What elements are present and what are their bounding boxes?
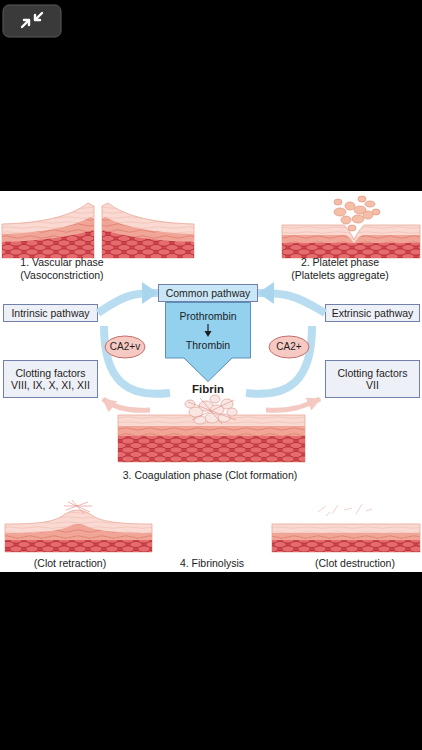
feedback-arrow <box>103 399 320 410</box>
phase-label: (Platelets aggregate) <box>220 269 422 282</box>
node-text: Common pathway <box>166 287 251 299</box>
node-text: CA2+ <box>276 341 301 353</box>
pathway-box: Intrinsic pathway <box>3 304 98 322</box>
vessel-clot-retraction <box>5 500 152 552</box>
pathway-connector <box>98 293 158 313</box>
phase-label: 4. Fibrinolysis <box>92 557 332 570</box>
node-text: CA2+v <box>110 341 140 353</box>
node-text: Thrombin <box>165 339 251 351</box>
conversion-arrow <box>205 324 212 337</box>
vessel-platelet-phase <box>282 196 420 258</box>
phase-label: 1. Vascular phase <box>0 256 182 269</box>
node-text: Extrinsic pathway <box>332 307 414 319</box>
phase-label: 3. Coagulation phase (Clot formation) <box>90 469 330 482</box>
node-text: Prothrombin <box>165 310 251 322</box>
phase-label: Fibrin <box>88 383 328 397</box>
calcium-ellipse: CA2+v <box>104 335 146 359</box>
factor-box: Clotting factors VII <box>325 360 420 398</box>
phase-label: 2. Platelet phase <box>220 256 422 269</box>
calcium-ellipse: CA2+ <box>268 335 310 359</box>
vessel-vascular-phase <box>2 203 194 258</box>
phase-label: (Clot destruction) <box>235 557 422 570</box>
phase-label: (Clot retraction) <box>0 557 190 570</box>
node-text: Intrinsic pathway <box>11 307 89 319</box>
vessel-clot-destruction <box>272 504 420 552</box>
collapse-icon <box>3 5 61 37</box>
conversion-arrow-box: ProthrombinThrombin <box>165 302 251 382</box>
pathway-connector <box>258 293 325 313</box>
phase-label: (Vasoconstriction) <box>0 269 182 282</box>
node-text: Clotting factors VIII, IX, X, XI, XII <box>7 367 95 391</box>
vessel-coagulation-phase <box>118 395 305 462</box>
factor-box: Clotting factors VIII, IX, X, XI, XII <box>3 360 98 398</box>
white-panel <box>0 191 422 572</box>
pathway-box: Extrinsic pathway <box>325 304 420 322</box>
node-text: Clotting factors VII <box>333 367 413 391</box>
pathway-box: Common pathway <box>158 284 258 302</box>
